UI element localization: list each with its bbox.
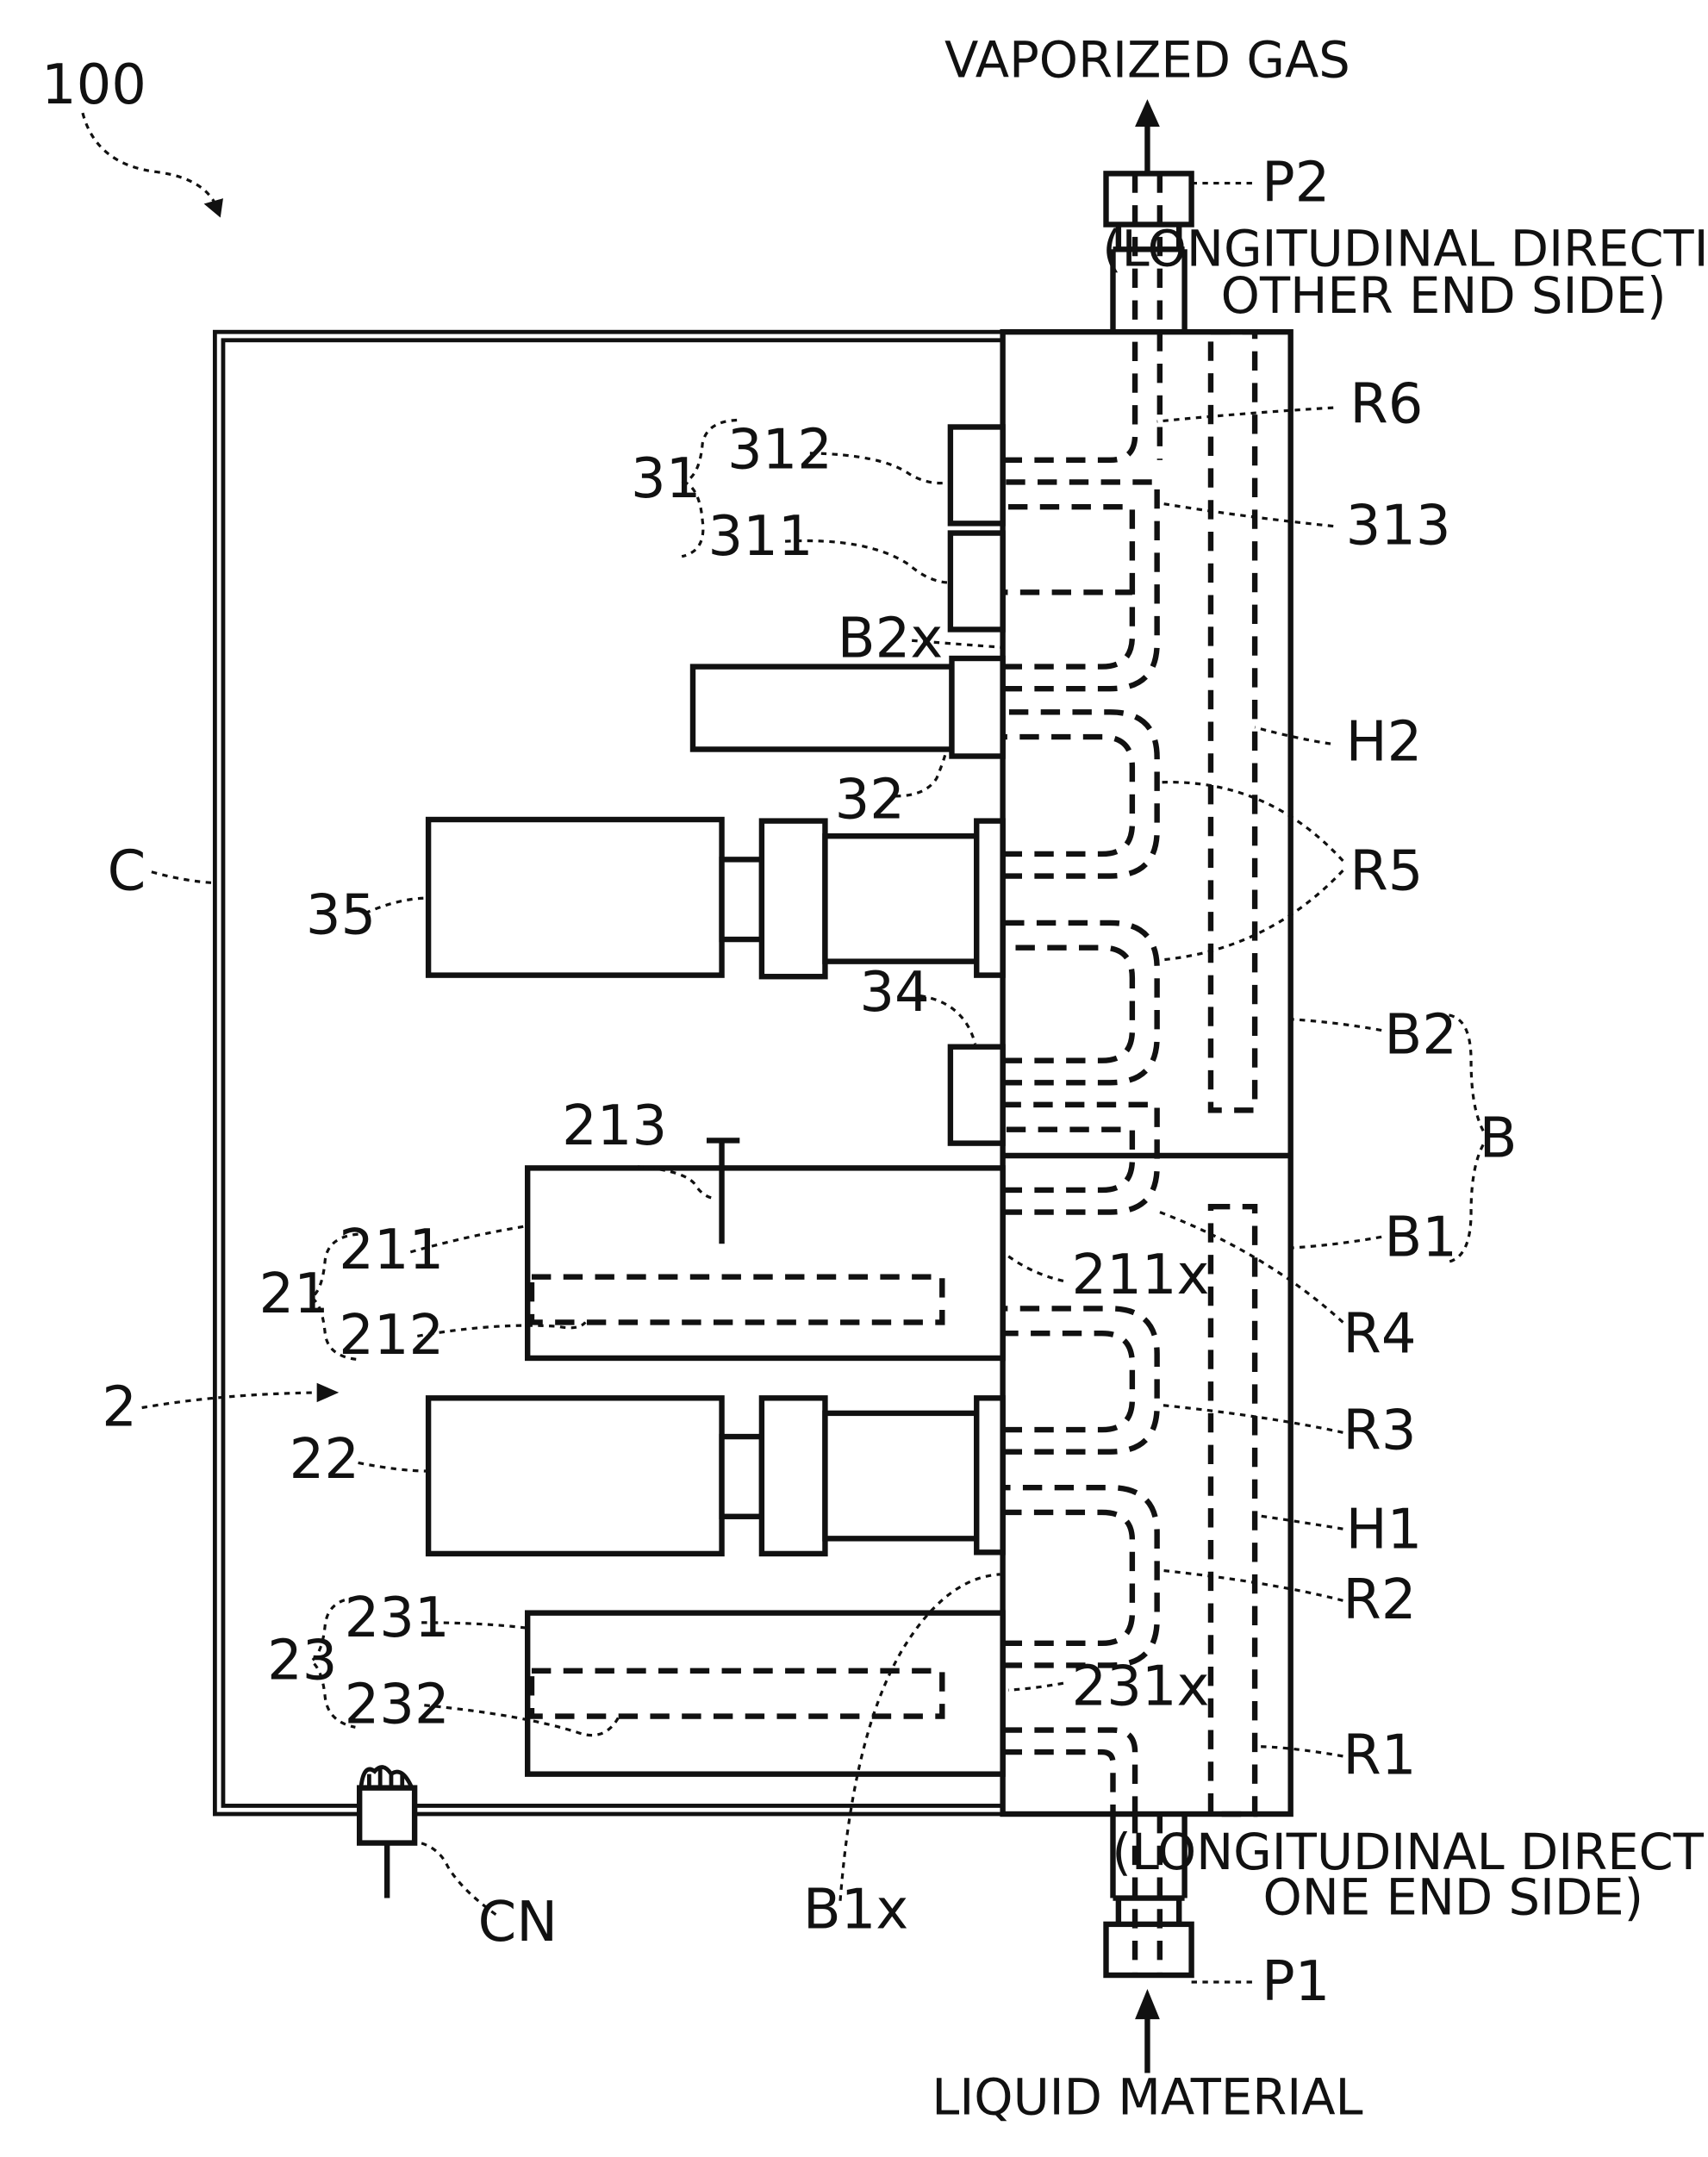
label-p2: P2: [1262, 151, 1330, 215]
label-311: 311: [708, 505, 813, 569]
tank-231: [527, 1613, 1002, 1774]
label-r3: R3: [1343, 1399, 1416, 1462]
label-b2x: B2x: [838, 607, 943, 670]
component-22: [428, 1398, 1003, 1554]
label-231: 231: [345, 1587, 450, 1650]
component-32: [693, 658, 1003, 756]
note-bottom-line2: ONE END SIDE): [1263, 1869, 1644, 1927]
label-100: 100: [41, 53, 146, 117]
label-35: 35: [306, 884, 376, 948]
label-b1: B1: [1384, 1206, 1457, 1270]
label-22: 22: [290, 1428, 359, 1492]
heater-h2: [1211, 332, 1255, 1110]
component-35: [428, 820, 1003, 976]
ref-arrow-2: [142, 1383, 340, 1408]
tank-211: [527, 1140, 1002, 1358]
label-r1: R1: [1343, 1724, 1416, 1788]
label-231x: 231x: [1072, 1655, 1210, 1719]
label-r4: R4: [1343, 1303, 1416, 1367]
connector-cn: [359, 1767, 415, 1898]
label-r6: R6: [1350, 373, 1423, 437]
label-34: 34: [859, 961, 929, 1025]
label-b2: B2: [1384, 1004, 1457, 1068]
flow-label-vaporized-gas: VAPORIZED GAS: [944, 32, 1350, 90]
label-21: 21: [259, 1262, 329, 1326]
label-2: 2: [102, 1375, 137, 1439]
label-31: 31: [631, 447, 701, 511]
label-r2: R2: [1343, 1568, 1416, 1632]
label-232: 232: [345, 1674, 450, 1737]
label-312: 312: [727, 418, 832, 482]
label-32: 32: [835, 768, 905, 832]
ref-arrow-100: [83, 113, 223, 217]
valve-311: [951, 533, 1003, 630]
label-211: 211: [339, 1219, 444, 1282]
label-313: 313: [1346, 494, 1451, 558]
internal-flow-channels: [1003, 332, 1160, 1814]
note-top-line2: OTHER END SIDE): [1221, 267, 1667, 325]
label-h1: H1: [1346, 1499, 1423, 1562]
label-h2: H2: [1346, 710, 1423, 774]
sensor-34: [951, 1047, 1003, 1144]
label-b: B: [1480, 1107, 1518, 1171]
flow-label-liquid-material: LIQUID MATERIAL: [932, 2068, 1362, 2126]
valve-312: [951, 427, 1003, 523]
label-cn: CN: [478, 1891, 558, 1954]
label-r5: R5: [1350, 840, 1423, 904]
label-c: C: [108, 840, 146, 904]
arrow-vaporized-gas: [1135, 99, 1160, 173]
heater-h1: [1211, 1206, 1255, 1814]
label-212: 212: [339, 1304, 444, 1368]
label-b1x: B1x: [803, 1879, 908, 1942]
label-213: 213: [562, 1094, 667, 1158]
arrow-liquid-material: [1135, 1989, 1160, 2073]
label-211x: 211x: [1072, 1244, 1210, 1307]
label-p1: P1: [1262, 1950, 1330, 2014]
casing-c: [215, 332, 1002, 1814]
label-23: 23: [267, 1629, 337, 1693]
